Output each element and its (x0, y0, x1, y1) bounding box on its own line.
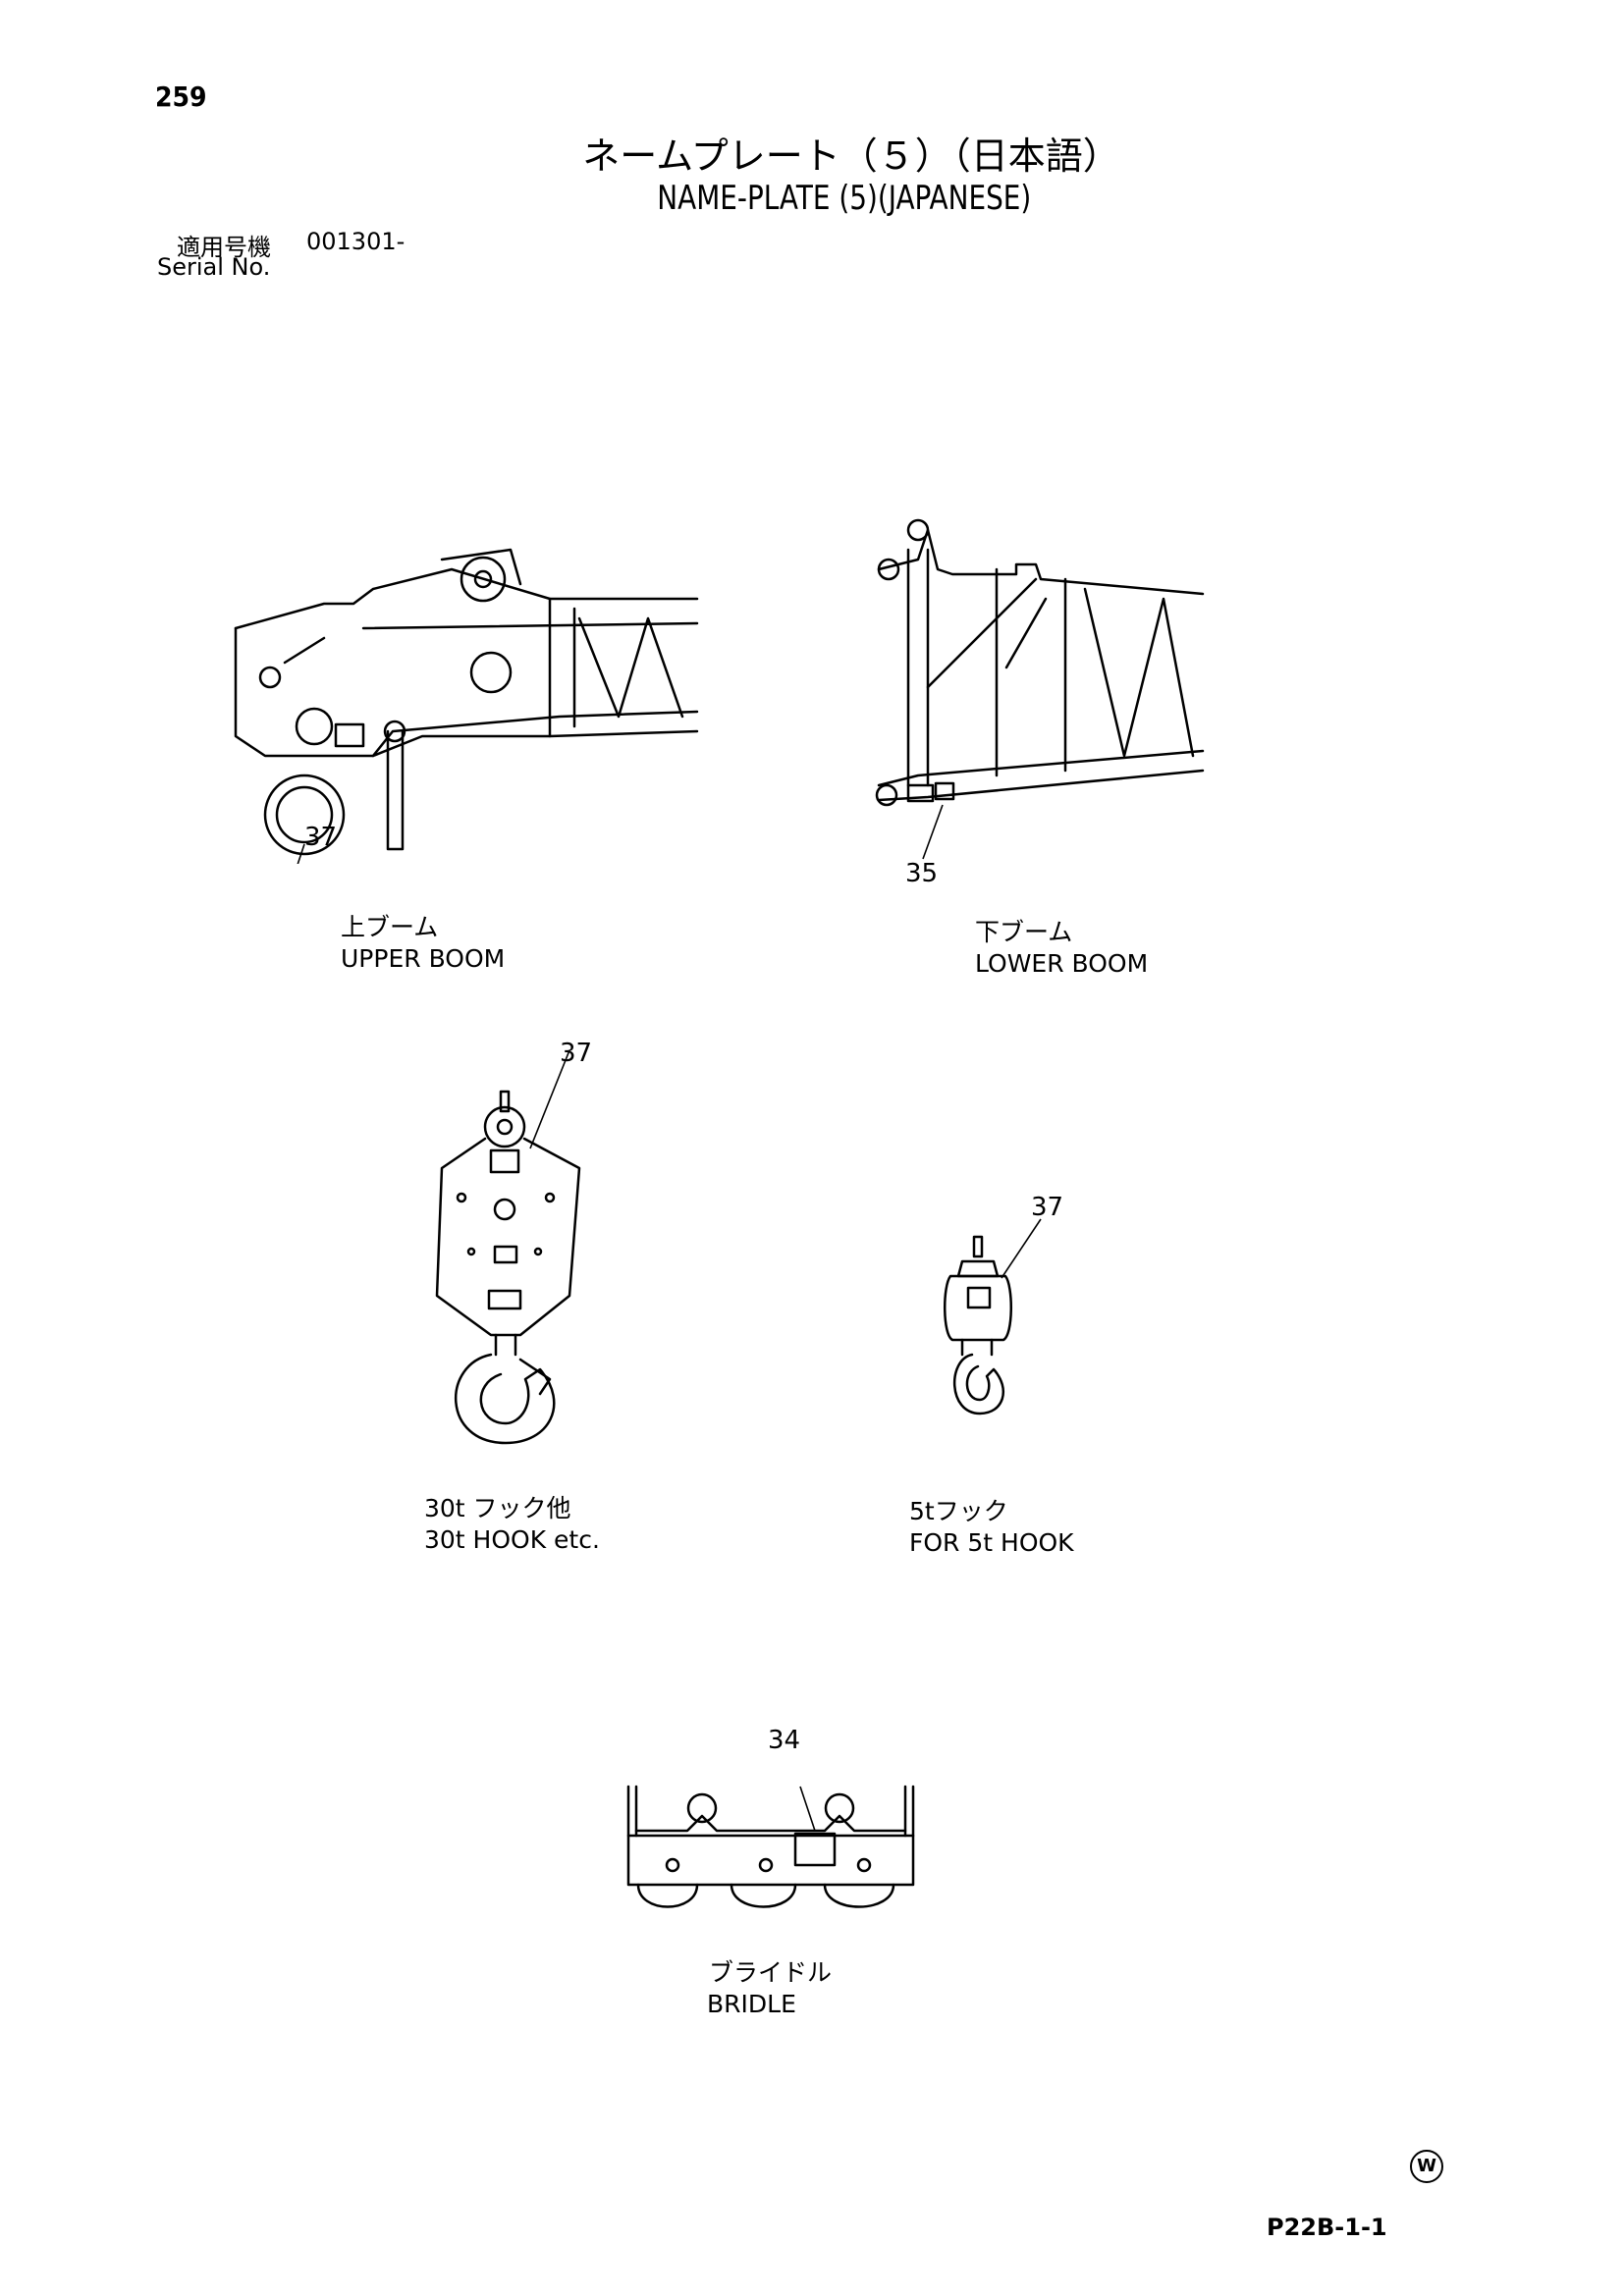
hook-30t-caption-japanese: 30t フック他 (424, 1494, 571, 1522)
upper-boom-caption-japanese: 上ブーム (341, 913, 439, 941)
bridle-caption-english: BRIDLE (707, 1990, 796, 2018)
page-title-english: NAME-PLATE (5)(JAPANESE) (657, 179, 1032, 218)
hook-5t-caption-english: FOR 5t HOOK (909, 1528, 1074, 1557)
hook-5t-caption-japanese: 5tフック (909, 1497, 1008, 1525)
hook-30t-callout: 37 (560, 1039, 593, 1068)
lower-boom-drawing (875, 518, 1205, 860)
bridle-drawing (626, 1785, 915, 1908)
page-number: 259 (155, 80, 207, 113)
upper-boom-drawing (234, 548, 699, 864)
upper-boom-caption-english: UPPER BOOM (341, 944, 506, 973)
serial-label-english: Serial No. (157, 253, 271, 281)
bridle-caption-japanese: ブライドル (709, 1958, 833, 1987)
hook-5t-drawing (943, 1218, 1042, 1415)
w-circle-mark: W (1410, 2150, 1443, 2183)
hook-30t-drawing (435, 1049, 581, 1445)
lower-boom-caption-english: LOWER BOOM (975, 949, 1149, 978)
hook-30t-caption-english: 30t HOOK etc. (424, 1525, 600, 1554)
bridle-callout: 34 (768, 1726, 801, 1755)
lower-boom-caption-japanese: 下ブーム (975, 918, 1073, 946)
lower-boom-callout: 35 (905, 859, 939, 888)
hook-5t-callout: 37 (1031, 1193, 1064, 1222)
serial-label-japanese: 適用号機 (177, 234, 271, 261)
serial-number-value: 001301- (306, 228, 406, 255)
page-title-japanese: ネームプレート（５）（日本語） (582, 134, 1120, 178)
upper-boom-callout: 37 (304, 823, 338, 852)
document-code: P22B-1-1 (1267, 2214, 1387, 2241)
